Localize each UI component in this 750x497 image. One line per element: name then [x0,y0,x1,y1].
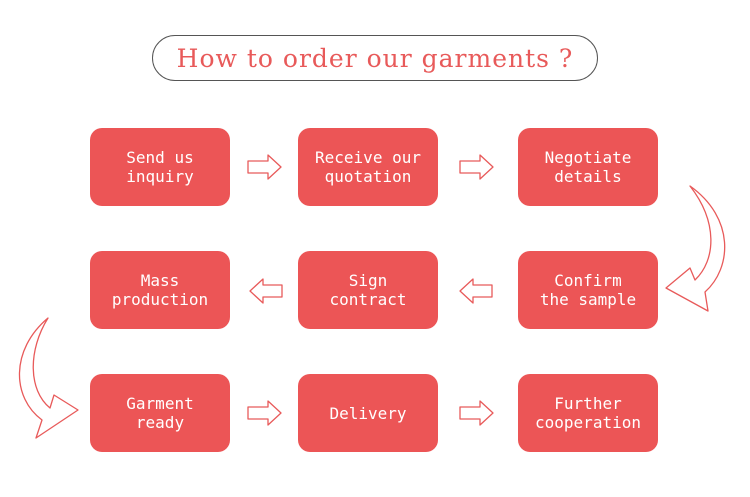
step-receive-quotation: Receive our quotation [298,128,438,206]
page-title: How to order our garments ? [152,35,598,81]
arrow-right-icon [459,154,494,180]
step-negotiate-details: Negotiate details [518,128,658,206]
step-sign-contract: Sign contract [298,251,438,329]
step-send-inquiry: Send us inquiry [90,128,230,206]
curved-arrow-down-left-icon [665,185,726,312]
arrow-left-icon [459,278,493,304]
step-garment-ready: Garment ready [90,374,230,452]
step-confirm-sample: Confirm the sample [518,251,658,329]
arrow-right-icon [247,400,282,426]
step-mass-production: Mass production [90,251,230,329]
arrow-right-icon [247,154,282,180]
arrow-right-icon [459,400,494,426]
step-further-cooperation: Further cooperation [518,374,658,452]
arrow-left-icon [249,278,283,304]
curved-arrow-down-right-icon [18,317,79,439]
step-delivery: Delivery [298,374,438,452]
